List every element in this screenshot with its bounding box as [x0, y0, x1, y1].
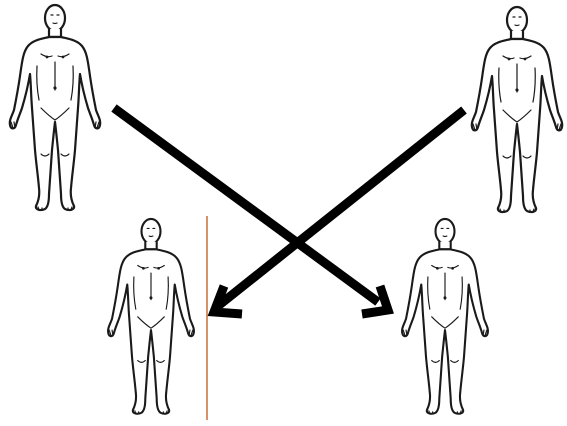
- human-figure-top-right: [472, 7, 562, 212]
- human-figure-top-left: [10, 5, 100, 210]
- human-figure-bottom-right: [402, 219, 488, 414]
- human-figure-bottom-left: [108, 219, 194, 414]
